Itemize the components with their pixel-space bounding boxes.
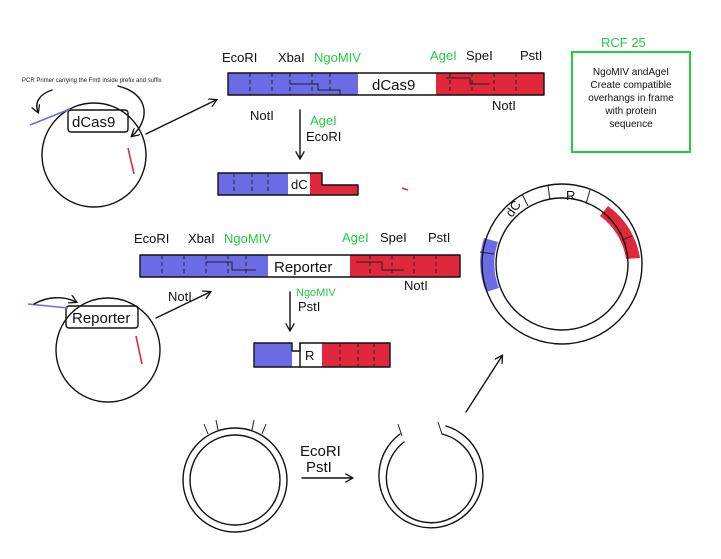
bottom-blue-cut-marks bbox=[161, 255, 247, 277]
top-primer-blue bbox=[29, 108, 71, 126]
top-plasmid-circle bbox=[41, 102, 147, 208]
bottom-left-overhang bbox=[206, 261, 256, 271]
bottom-right-overhang bbox=[356, 261, 404, 271]
rcf-box-frame bbox=[571, 51, 691, 153]
backbone-outer bbox=[182, 427, 288, 533]
top-right-overhang bbox=[446, 77, 490, 85]
top-plasmid-insert-box bbox=[67, 109, 129, 133]
bottom-fragment-red bbox=[322, 343, 390, 367]
top-plasmid-to-construct-arrow bbox=[145, 100, 216, 135]
bottom-red-segment bbox=[350, 255, 460, 277]
final-blue-arc bbox=[480, 238, 499, 292]
top-fragment-cut-marks bbox=[233, 173, 269, 195]
top-insert-label: dCas9 bbox=[372, 77, 415, 94]
bottom-insert-segment bbox=[268, 255, 350, 277]
bottom-digest: NgoMIV PstI R bbox=[253, 287, 391, 368]
top-ecori-label: EcoRI bbox=[222, 50, 257, 65]
backbone-inner bbox=[189, 434, 281, 526]
rcf-box: RCF 25 NgoMIV andAgeI Create compatible … bbox=[571, 35, 691, 153]
top-noti-left-label: NotI bbox=[250, 108, 274, 123]
top-construct-outline bbox=[227, 72, 545, 96]
top-insert-segment bbox=[358, 73, 436, 95]
top-primer-note: PCR Primer carrying the FmtI inside pref… bbox=[22, 78, 162, 84]
top-agei-label: AgeI bbox=[430, 48, 457, 63]
top-digest-enzyme-2: EcoRI bbox=[306, 129, 341, 144]
top-fragment-red bbox=[310, 173, 358, 195]
top-xbai-label: XbaI bbox=[278, 50, 305, 65]
top-plasmid-loop-arrow bbox=[117, 85, 145, 136]
top-fragment-red-tick bbox=[401, 187, 409, 191]
bottom-fragment-insert bbox=[300, 343, 322, 367]
top-primer-note-arrow bbox=[37, 89, 53, 112]
bottom-digest-enzyme-1: NgoMIV bbox=[296, 287, 336, 299]
rcf-line-2: Create compatible bbox=[590, 80, 672, 91]
final-plasmid-inner bbox=[495, 197, 629, 331]
bottom-blue-segment bbox=[140, 255, 268, 277]
top-digest: AgeI EcoRI dC bbox=[217, 109, 409, 196]
top-plasmid-insert-label: dCas9 bbox=[72, 114, 115, 131]
rcf-line-4: with protein bbox=[604, 106, 656, 117]
bottom-fragment-cut-marks bbox=[339, 343, 375, 367]
top-digest-enzyme-1: AgeI bbox=[310, 113, 337, 128]
top-noti-right-label: NotI bbox=[492, 98, 516, 113]
bottom-fragment-blue bbox=[254, 343, 292, 367]
backbone-cut-ticks bbox=[203, 419, 267, 435]
final-plasmid-outer bbox=[481, 183, 643, 345]
top-psti-label: PstI bbox=[520, 48, 542, 63]
bottom-construct-outline bbox=[139, 254, 461, 278]
top-primer-red bbox=[127, 147, 135, 175]
top-fragment-blue bbox=[218, 173, 288, 195]
bottom-noti-right-label: NotI bbox=[404, 278, 428, 293]
bottom-construct: Reporter EcoRI XbaI NgoMIV AgeI SpeI Pst… bbox=[134, 230, 461, 304]
bottom-xbai-label: XbaI bbox=[188, 231, 215, 246]
top-left-overhang bbox=[290, 83, 341, 95]
final-plasmid: dC R bbox=[479, 183, 643, 345]
backbone-enzyme-1: EcoRI bbox=[300, 443, 341, 460]
rcf-title: RCF 25 bbox=[601, 35, 646, 50]
backbone-enzyme-2: PstI bbox=[306, 459, 332, 476]
bottom-primer-blue bbox=[27, 303, 69, 309]
bottom-noti-left-label: NotI bbox=[168, 289, 192, 304]
cut-backbone-ends bbox=[397, 421, 443, 437]
top-fragment-insert bbox=[288, 173, 310, 195]
bottom-agei-label: AgeI bbox=[342, 230, 369, 245]
bottom-plasmid-to-construct-arrow bbox=[155, 292, 210, 319]
top-plasmid: dCas9 PCR Primer carrying the FmtI insid… bbox=[22, 78, 216, 208]
bottom-plasmid-insert-label: Reporter bbox=[72, 310, 130, 327]
rcf-line-3: overhangs in frame bbox=[588, 93, 674, 104]
top-ngomiv-label: NgoMIV bbox=[314, 50, 361, 65]
bottom-plasmid-circle bbox=[55, 297, 161, 403]
top-fragment-outline bbox=[217, 172, 359, 196]
bottom-ngomiv-label: NgoMIV bbox=[224, 231, 271, 246]
final-label-dc: dC bbox=[502, 197, 524, 219]
backbone-to-final-arrow bbox=[465, 356, 502, 413]
top-spei-label: SpeI bbox=[466, 48, 493, 63]
final-label-r: R bbox=[566, 188, 575, 203]
bottom-primer-arrow bbox=[33, 298, 76, 305]
bottom-digest-enzyme-2: PstI bbox=[298, 299, 320, 314]
bottom-primer-red bbox=[135, 335, 143, 365]
bottom-psti-label: PstI bbox=[428, 230, 450, 245]
bottom-spei-label: SpeI bbox=[380, 230, 407, 245]
bottom-plasmid-insert-box bbox=[65, 305, 139, 329]
bottom-ecori-label: EcoRI bbox=[134, 231, 169, 246]
final-plasmid-ticks bbox=[479, 185, 633, 255]
cut-backbone-outer bbox=[378, 425, 484, 529]
bottom-insert-label: Reporter bbox=[274, 259, 332, 276]
bottom-fragment-label: R bbox=[305, 348, 314, 363]
bottom-plasmid: Reporter bbox=[27, 292, 210, 403]
top-fragment-label: dC bbox=[291, 177, 308, 192]
rcf-line-5: sequence bbox=[609, 119, 653, 130]
cut-backbone-inner bbox=[385, 433, 478, 524]
top-construct: dCas9 EcoRI XbaI NgoMIV AgeI SpeI PstI N… bbox=[222, 48, 545, 123]
backbone-digest: EcoRI PstI bbox=[182, 356, 502, 533]
bottom-red-cut-marks bbox=[369, 255, 437, 277]
rcf-line-1: NgoMIV andAgeI bbox=[593, 67, 669, 78]
